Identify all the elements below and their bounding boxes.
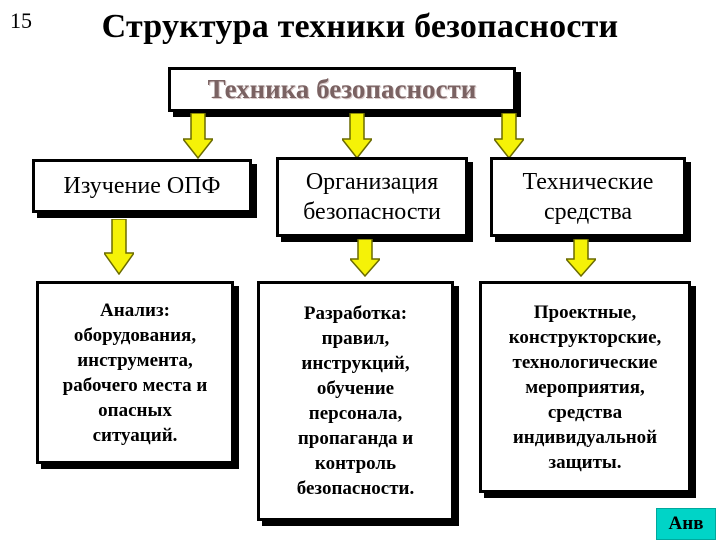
detail-line: инструкций,: [301, 353, 410, 374]
branch-technical: Технические средства: [490, 157, 686, 237]
branch-technical-label: Технические средства: [522, 169, 654, 225]
detail-technical: Проектные, конструкторские, технологичес…: [479, 281, 691, 493]
detail-line: опасных: [98, 399, 172, 421]
root-node-label: Техника безопасности: [207, 74, 477, 104]
branch-opf: Изучение ОПФ: [32, 159, 252, 213]
branch-opf-label: Изучение ОПФ: [63, 173, 221, 199]
slide-number: 15: [10, 8, 32, 33]
branch-organization-label: Организация безопасности: [303, 169, 441, 225]
detail-line: технологические: [512, 351, 658, 373]
detail-line: обучение: [316, 378, 395, 399]
detail-opf: Анализ: оборудования, инструмента, рабоч…: [36, 281, 234, 464]
detail-line: Разработка:: [303, 303, 408, 324]
branch-organization: Организация безопасности: [276, 157, 468, 237]
detail-line: Анализ:: [100, 299, 170, 321]
detail-line: конструкторские,: [508, 326, 662, 348]
down-arrow-icon: [566, 239, 596, 277]
root-node: Техника безопасности: [168, 67, 516, 112]
detail-line: средства: [547, 401, 623, 423]
detail-line: оборудования,: [73, 324, 197, 346]
detail-line: Проектные,: [533, 301, 637, 323]
detail-line: рабочего места и: [62, 374, 208, 396]
down-arrow-icon: [183, 113, 213, 159]
detail-line: безопасности.: [296, 478, 415, 499]
detail-line: мероприятия,: [525, 376, 645, 398]
detail-line: персонала,: [308, 403, 403, 424]
detail-line: пропаганда и: [297, 428, 414, 449]
detail-line: контроль: [314, 453, 397, 474]
detail-line: ситуаций.: [92, 424, 178, 446]
detail-organization: Разработка: правил, инструкций, обучение…: [257, 281, 454, 521]
detail-line: инструмента,: [77, 349, 193, 371]
down-arrow-icon: [342, 113, 372, 159]
down-arrow-icon: [104, 219, 134, 275]
detail-line: индивидуальной: [512, 426, 658, 448]
down-arrow-icon: [350, 239, 380, 277]
detail-line: правил,: [321, 328, 390, 349]
page-title: Структура техники безопасности: [101, 8, 619, 45]
author-badge: Анв: [656, 508, 716, 540]
down-arrow-icon: [494, 113, 524, 159]
detail-line: защиты.: [548, 451, 622, 473]
